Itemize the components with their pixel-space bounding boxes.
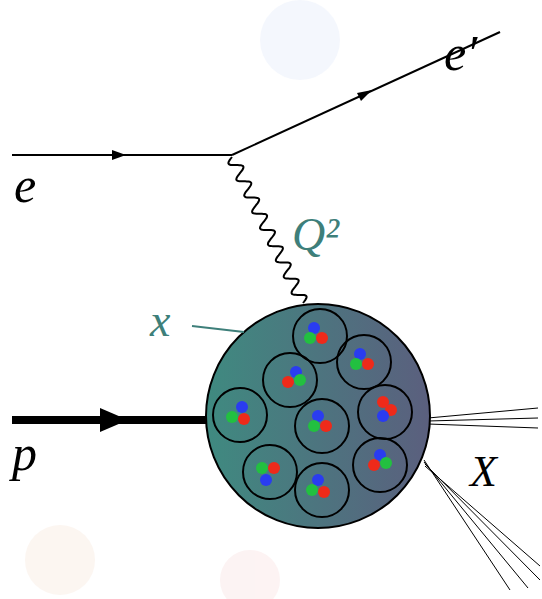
quark-dot: [362, 358, 374, 370]
nucleon-circle: [263, 353, 317, 407]
nucleon-circle: [295, 399, 349, 453]
nucleons: [213, 309, 412, 517]
quark-dot: [236, 401, 248, 413]
momentum-transfer-label: Q²: [292, 212, 339, 258]
quark-dot: [226, 411, 238, 423]
arrow-head: [357, 90, 372, 101]
quark-dot: [260, 474, 272, 486]
arrow-head: [100, 408, 128, 432]
momentum-fraction-label: x: [150, 298, 170, 344]
nucleon-circle: [243, 445, 297, 499]
nucleon-circle: [295, 463, 349, 517]
quark-dot: [294, 374, 306, 386]
quark-dot: [312, 474, 324, 486]
electron-label: e: [14, 160, 36, 210]
quark-dot: [238, 413, 250, 425]
quark-dot: [256, 462, 268, 474]
nucleon-circle: [353, 438, 407, 492]
hadron-jets: [424, 408, 540, 590]
quark-dot: [306, 484, 318, 496]
arrow-head: [112, 150, 126, 160]
quark-dot: [368, 459, 380, 471]
nucleon-circle: [213, 388, 267, 442]
quark-dot: [316, 332, 328, 344]
proton-label: p: [12, 428, 37, 478]
proton-circle: [206, 304, 430, 528]
quark-dot: [320, 420, 332, 432]
quark-dot: [282, 376, 294, 388]
leader-line: [192, 326, 244, 332]
quark-dot: [380, 457, 392, 469]
quark-dot: [308, 420, 320, 432]
quark-dot: [350, 358, 362, 370]
quark-dot: [318, 486, 330, 498]
quark-dot: [304, 332, 316, 344]
electron-label: e′: [444, 28, 477, 78]
quark-dot: [268, 462, 280, 474]
nucleon-circle: [358, 385, 412, 439]
nucleon-circle: [337, 335, 391, 389]
quark-dot: [377, 410, 389, 422]
final-state-label: X: [470, 450, 497, 494]
